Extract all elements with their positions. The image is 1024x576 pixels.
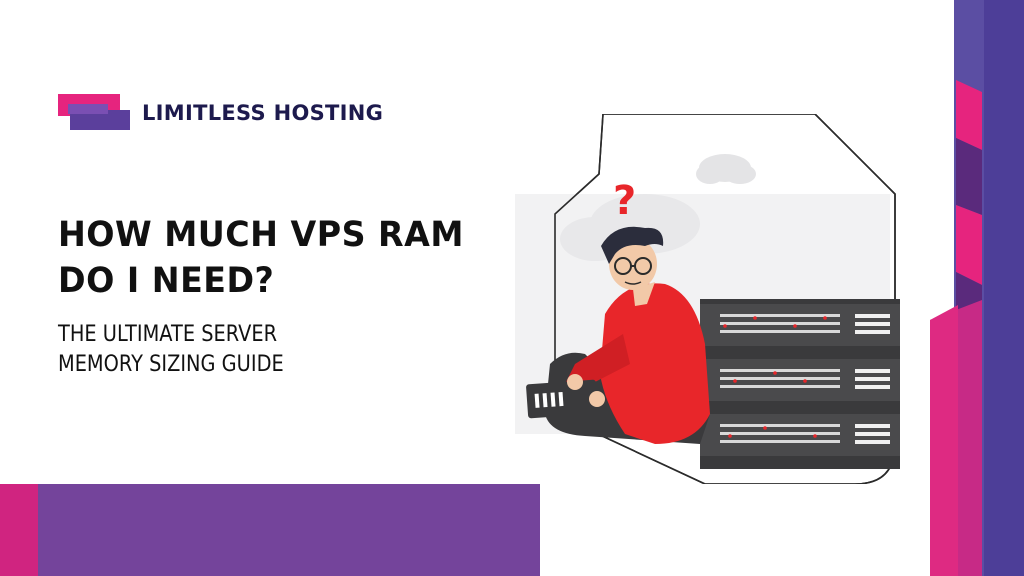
person-with-laptop-icon bbox=[526, 226, 710, 444]
cloud-icon bbox=[696, 154, 756, 184]
decor-bottom-pink-band bbox=[0, 484, 38, 576]
decor-bottom-purple-band bbox=[0, 484, 540, 576]
decor-right-geometric-strip bbox=[930, 0, 1024, 576]
server-rack-icon bbox=[700, 299, 900, 469]
headline-line-1: HOW MUCH VPS RAM bbox=[58, 215, 464, 255]
limitless-hosting-logo-icon bbox=[58, 92, 132, 134]
headline: HOW MUCH VPS RAM DO I NEED? bbox=[58, 212, 464, 304]
headline-line-2: DO I NEED? bbox=[58, 261, 275, 301]
illustration: ? bbox=[515, 114, 900, 484]
question-mark-icon: ? bbox=[613, 178, 636, 224]
subheadline-line-1: THE ULTIMATE SERVER bbox=[58, 322, 278, 347]
subheadline-line-2: MEMORY SIZING GUIDE bbox=[58, 352, 284, 377]
brand-header: LIMITLESS HOSTING bbox=[58, 92, 383, 134]
subheadline: THE ULTIMATE SERVER MEMORY SIZING GUIDE bbox=[58, 320, 284, 380]
brand-name: LIMITLESS HOSTING bbox=[142, 101, 384, 125]
